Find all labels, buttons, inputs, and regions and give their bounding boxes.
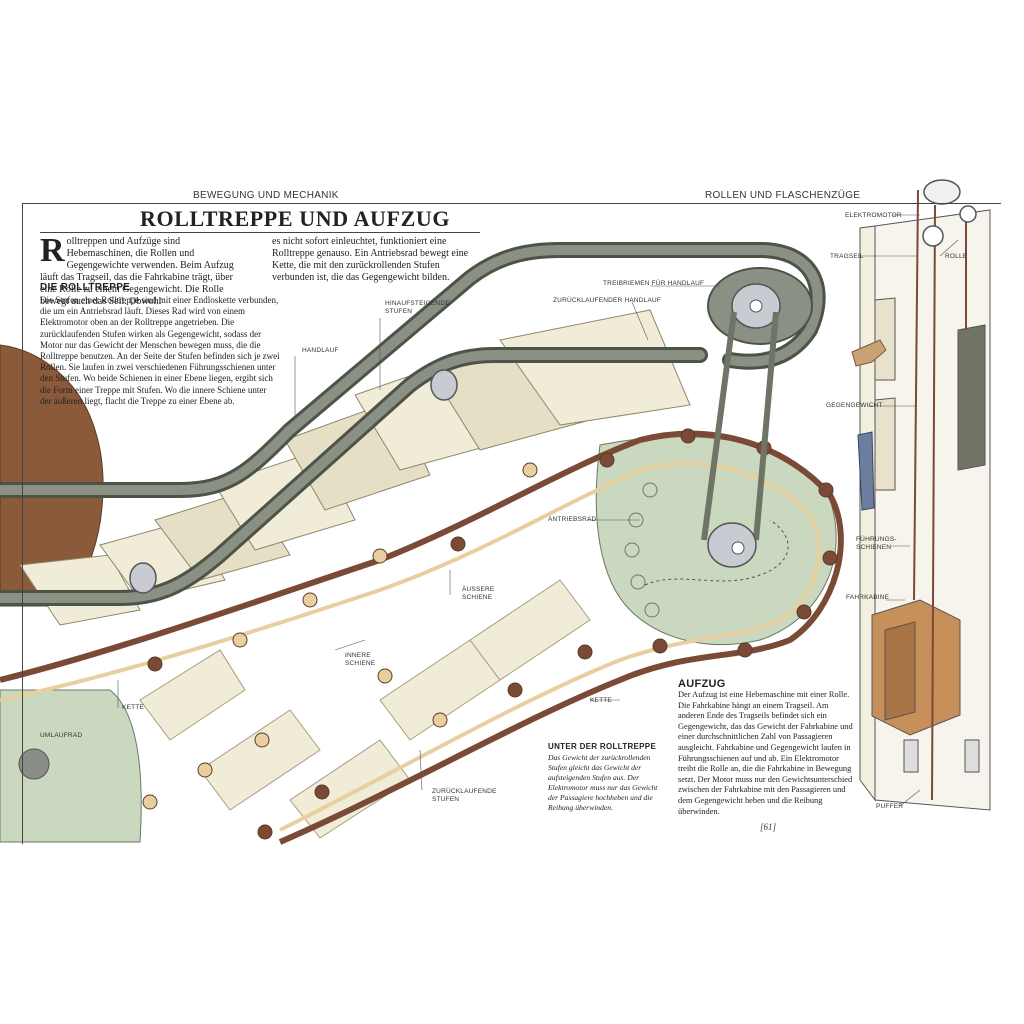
label-fuehrungsschienen: FÜHRUNGS-SCHIENEN (856, 536, 897, 551)
chain-rollers (142, 428, 838, 840)
label-elektromotor: ELEKTROMOTOR (845, 212, 902, 219)
page-title: ROLLTREPPE UND AUFZUG (140, 206, 451, 231)
intro-column-2: es nicht sofort einleuchtet, funktionier… (272, 236, 469, 283)
label-antriebsrad: ANTRIEBSRAD (548, 516, 597, 523)
label-kette-right: KETTE (590, 697, 612, 704)
figure-person (857, 431, 875, 511)
returning-steps (139, 579, 591, 839)
label-treibriemen: TREIBRIEMEN FÜR HANDLAUF (603, 280, 705, 287)
aufzug-text: Der Aufzug ist eine Hebemaschine mit ein… (678, 690, 853, 816)
aufzug-heading: AUFZUG (678, 678, 726, 690)
lower-gear (0, 689, 142, 843)
title-rule (40, 232, 480, 233)
label-rolle: ROLLE (945, 253, 968, 260)
header-right: ROLLEN UND FLASCHENZÜGE (705, 190, 861, 201)
label-gegengewicht: GEGENGEWICHT (826, 402, 883, 409)
label-handlauf: HANDLAUF (302, 347, 339, 354)
unter-text: Das Gewicht der zurückrollenden Stufen g… (548, 753, 658, 812)
label-tragseil: TRAGSEIL (830, 253, 864, 260)
figure-dog (851, 339, 887, 367)
rolltreppe-heading: DIE ROLLTREPPE (40, 282, 131, 293)
leader-lines (117, 214, 959, 807)
drive-gear-teeth (624, 482, 660, 618)
label-zuruecklaufender-handlauf: ZURÜCKLAUFENDER HANDLAUF (553, 297, 662, 304)
page-frame (22, 203, 1001, 844)
label-fahrkabine: FAHRKABINE (846, 594, 890, 601)
rolltreppe-text: Die Stufen einer Rolltreppe sind mit ein… (40, 295, 280, 406)
unter-heading: UNTER DER ROLLTREPPE (548, 742, 657, 751)
label-kette-left: KETTE (122, 704, 144, 711)
lower-gear-hub (18, 748, 50, 780)
page-number: [61] (760, 822, 777, 832)
label-puffer: PUFFER (876, 803, 904, 810)
handrail-drive (129, 267, 813, 594)
elevator-pulleys (922, 179, 977, 247)
handrail (0, 242, 826, 606)
header-left: BEWEGUNG UND MECHANIK (193, 190, 339, 201)
elevator-cables (913, 189, 967, 801)
label-umlaufrad: UMLAUFRAD (40, 732, 83, 739)
intro-text-1: olltreppen und Aufzüge sind Hebemaschine… (40, 236, 234, 307)
drop-cap: R (40, 232, 65, 269)
